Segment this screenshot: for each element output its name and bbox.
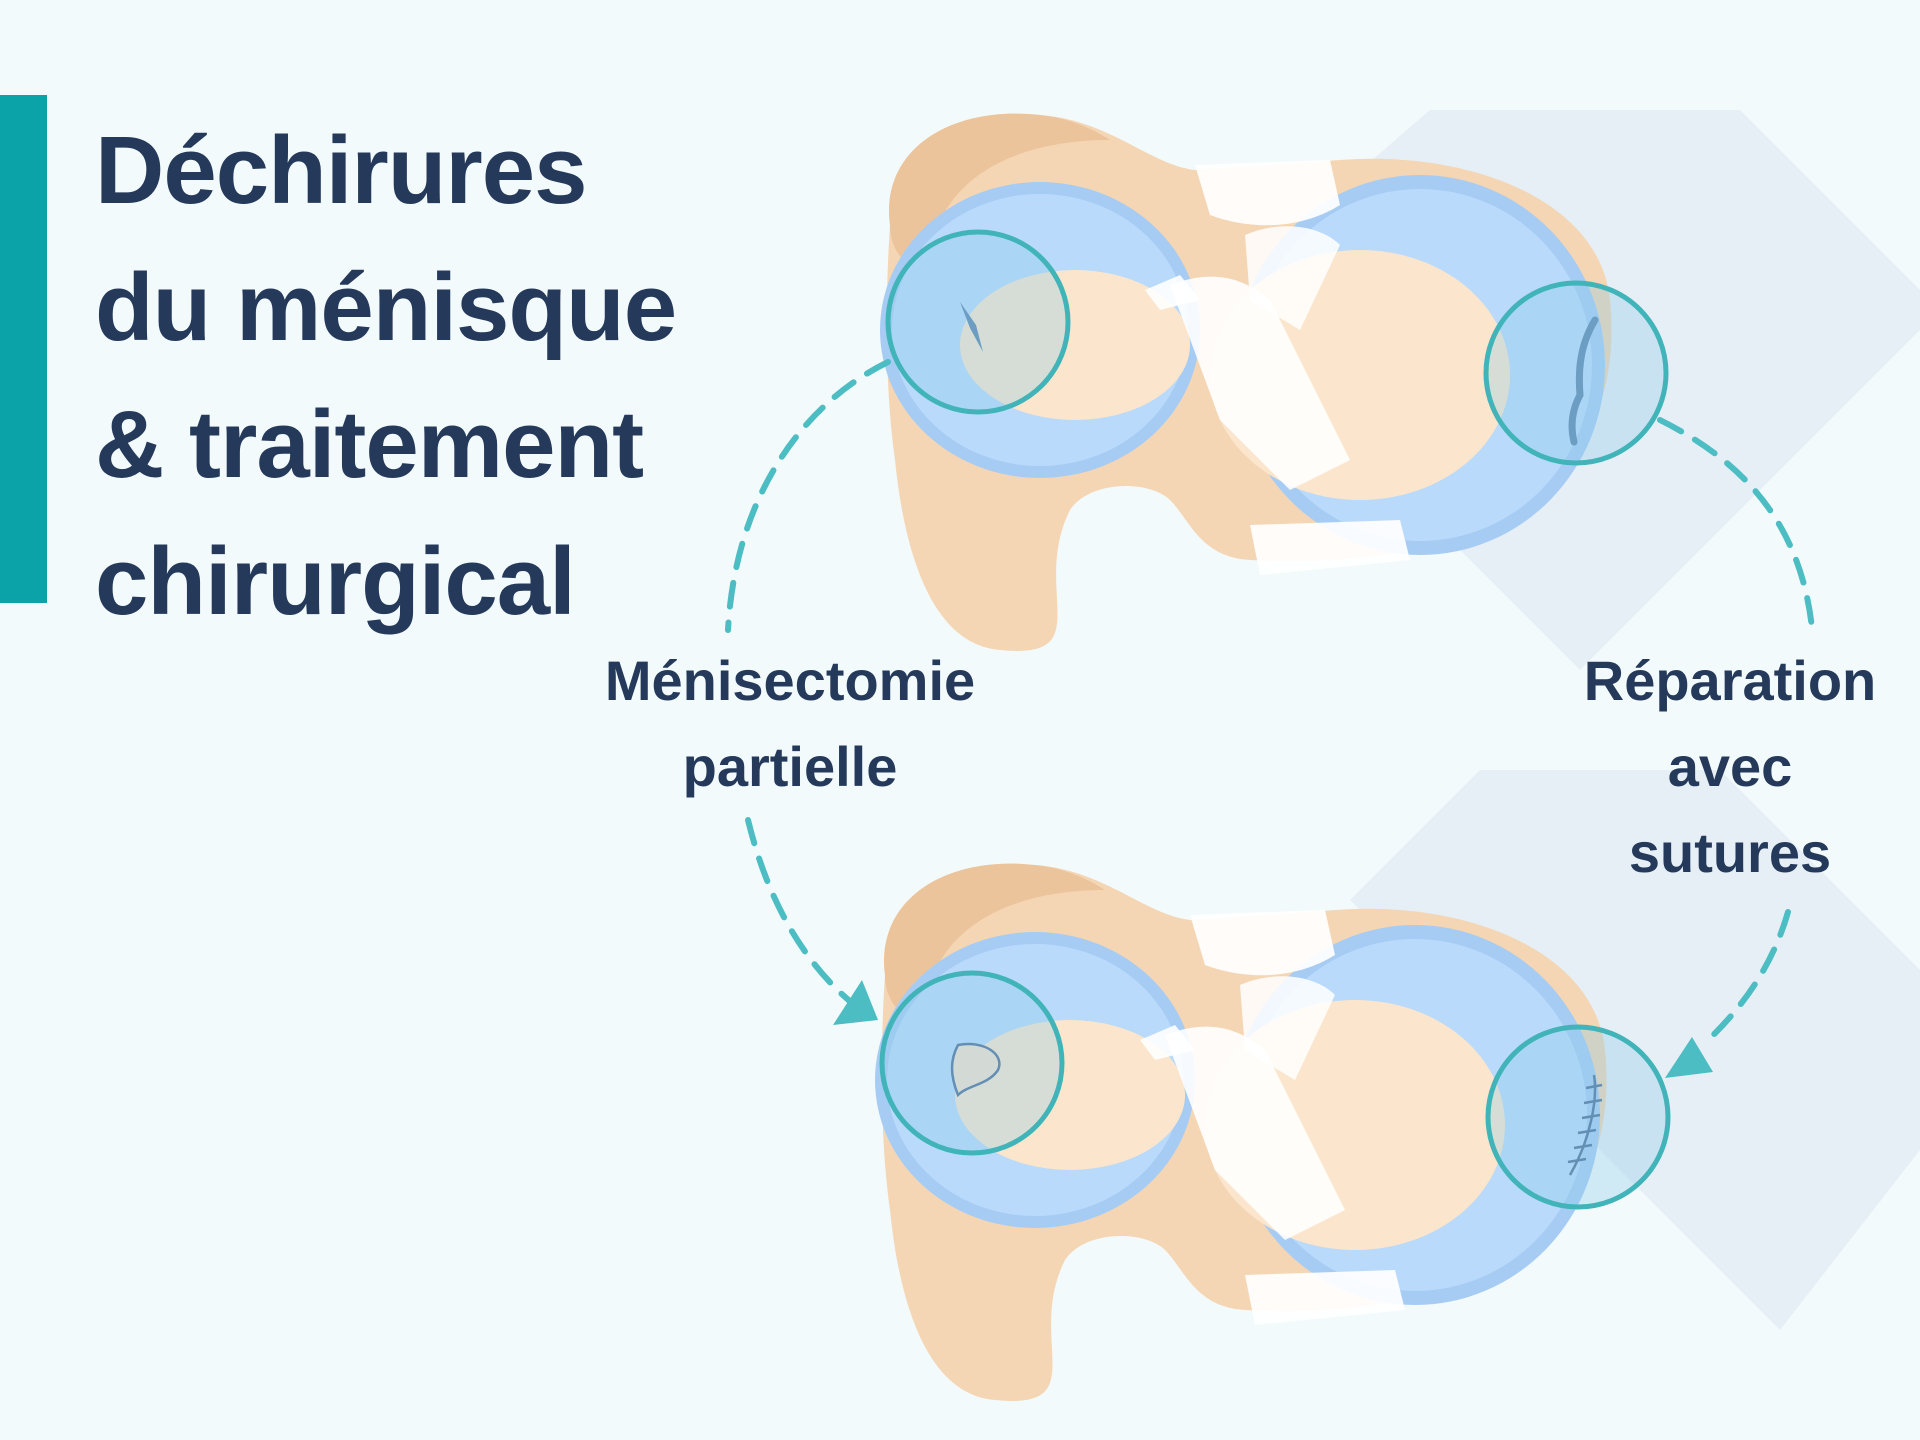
label-right-line-2: avec bbox=[1667, 735, 1793, 798]
arrow-right-upper bbox=[1657, 417, 1815, 631]
label-partial-meniscectomy: Ménisectomie partielle bbox=[560, 638, 1020, 810]
label-right-line-3: sutures bbox=[1628, 821, 1832, 884]
label-suture-repair: Réparation avec sutures bbox=[1550, 638, 1910, 896]
label-right-line-1: Réparation bbox=[1583, 649, 1877, 712]
arrowhead-left bbox=[833, 980, 878, 1025]
arrow-left-lower bbox=[745, 817, 861, 1011]
tear-longitudinal bbox=[1568, 316, 1599, 446]
accent-bar bbox=[0, 95, 47, 603]
arrow-right-lower bbox=[1703, 909, 1791, 1045]
label-left-line-2: partielle bbox=[682, 735, 898, 798]
label-left-line-1: Ménisectomie bbox=[604, 649, 976, 712]
tear-radial bbox=[960, 302, 983, 352]
zoom-circles bbox=[879, 229, 1671, 1210]
title-line-3: & traitement bbox=[95, 391, 644, 498]
resected-area bbox=[950, 1042, 1001, 1098]
suture-line bbox=[1567, 1074, 1603, 1176]
page-title: Déchirures du ménisque & traitement chir… bbox=[95, 102, 677, 650]
arrow-left-upper bbox=[725, 359, 891, 633]
title-line-4: chirurgical bbox=[95, 528, 576, 635]
arrowhead-right bbox=[1665, 1037, 1713, 1078]
title-line-1: Déchirures bbox=[95, 117, 588, 224]
title-line-2: du ménisque bbox=[95, 254, 677, 361]
